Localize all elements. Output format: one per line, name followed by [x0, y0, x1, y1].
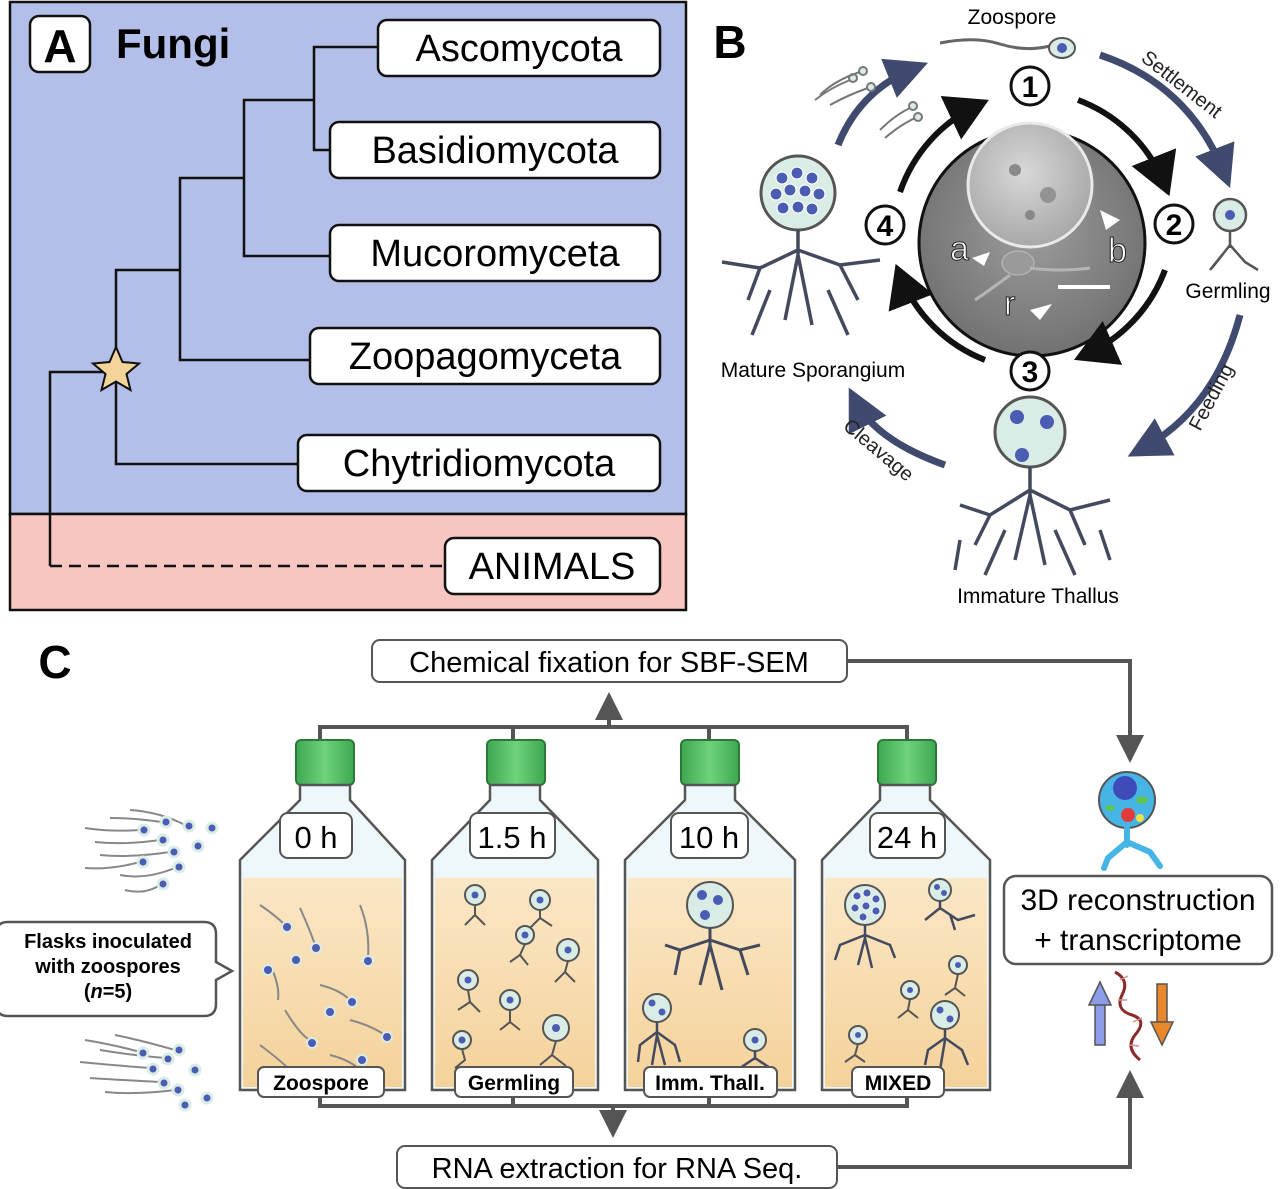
mature-sporangium-illustration [721, 154, 881, 336]
workflow-connectors [318, 659, 1144, 1169]
flask-time-label: 10 h [679, 820, 739, 855]
arrowhead-b [1100, 210, 1120, 230]
upregulation-arrow-icon [1087, 980, 1113, 1046]
stage-label-immature-thallus: Immature Thallus [957, 585, 1119, 608]
zoospore-swarm-bottom-cells [136, 1043, 214, 1112]
flask-germling: 1.5 h Germling [430, 739, 600, 1098]
arrowhead-r [1030, 304, 1052, 320]
arrowhead-a [972, 252, 990, 266]
released-zoospores [814, 66, 923, 139]
stage-number-2: 2 [1153, 203, 1195, 245]
svg-text:1: 1 [1022, 71, 1039, 104]
flask-zoospore: 0 h Zoospore [238, 739, 407, 1098]
star-icon [90, 344, 142, 393]
outgroup-label: ANIMALS [469, 546, 636, 588]
micro-label-r: r [1004, 285, 1015, 323]
panel-a-phylogeny: A Fungi Ascomycota Basidiomycota Mucorom… [8, 0, 688, 612]
micro-label-a: a [950, 230, 969, 268]
fixation-label: Chemical fixation for SBF-SEM [409, 647, 809, 679]
stage-number-4: 4 [864, 204, 906, 246]
outgroup-animals: ANIMALS [443, 536, 662, 596]
taxon-label: Mucoromyceta [370, 233, 620, 275]
immature-thallus-illustration [953, 395, 1112, 576]
zoospore-illustration [939, 37, 1076, 59]
flask-time-label: 24 h [877, 820, 937, 855]
flask-immature-thallus: 10 h Imm. Thall. [623, 739, 797, 1098]
taxon-ascomycota: Ascomycota [376, 18, 662, 78]
taxon-label: Basidiomycota [371, 130, 619, 172]
stage-label-zoospore: Zoospore [968, 6, 1057, 29]
rna-strand-icon [1114, 970, 1143, 1062]
outer-cycle-arrows [834, 51, 1244, 469]
panel-b-life-cycle: B a b r 1 2 3 4 [713, 6, 1270, 608]
panel-b-letter: B [713, 16, 746, 68]
zoospore-swarm-top [84, 809, 186, 893]
svg-text:2: 2 [1166, 209, 1183, 242]
inoculation-line2: with zoospores [34, 956, 181, 978]
result-box [1002, 874, 1274, 966]
flask-mixed: 24 h MIXED [820, 739, 992, 1098]
panel-a-letter-box [28, 14, 92, 74]
taxon-zoopagomyceta: Zoopagomyceta [308, 326, 662, 386]
panel-a-title: Fungi [116, 20, 230, 67]
taxon-mucoromyceta: Mucoromyceta [328, 223, 662, 283]
stage-label-mature-sporangium: Mature Sporangium [721, 359, 905, 382]
taxon-label: Ascomycota [416, 28, 624, 70]
zoospore-swarm-bottom [79, 1034, 176, 1095]
svg-text:3: 3 [1022, 356, 1039, 389]
downregulation-arrow-icon [1149, 983, 1175, 1047]
taxon-label: Zoopagomyceta [349, 336, 622, 378]
inoculation-line3: (n=5) [84, 981, 132, 1003]
flask-time-label: 1.5 h [478, 820, 547, 855]
flask-stage-label: MIXED [865, 1072, 932, 1095]
flask-time-label: 0 h [294, 820, 337, 855]
stage-number-3: 3 [1009, 350, 1051, 392]
result-line1: 3D reconstruction [1020, 884, 1255, 917]
stage-label-germling: Germling [1185, 280, 1270, 303]
reconstruction-cell-illustration [1098, 771, 1163, 871]
inoculation-callout: Flasks inoculated with zoospores (n=5) [0, 920, 235, 1018]
flask-stage-label: Zoospore [273, 1072, 369, 1095]
taxon-basidiomycota: Basidiomycota [328, 120, 662, 180]
inner-cycle-arrows [888, 96, 1177, 365]
panel-c-letter: C [38, 636, 71, 688]
germling-illustration [1209, 197, 1259, 272]
taxon-chytridiomycota: Chytridiomycota [296, 433, 662, 493]
inoculation-line1: Flasks inoculated [24, 931, 192, 953]
flask-stage-label: Germling [468, 1072, 560, 1095]
zoospore-swarm-top-cells [136, 815, 219, 891]
stage-number-1: 1 [1009, 65, 1051, 107]
micro-label-b: b [1108, 232, 1127, 270]
rna-extraction-label: RNA extraction for RNA Seq. [432, 1153, 803, 1185]
svg-text:4: 4 [877, 210, 894, 243]
panel-a-letter: A [43, 20, 76, 72]
micrograph: a b r [917, 121, 1147, 358]
flask-stage-label: Imm. Thall. [655, 1072, 765, 1095]
taxon-label: Chytridiomycota [343, 443, 616, 485]
result-line2: + transcriptome [1034, 924, 1242, 957]
